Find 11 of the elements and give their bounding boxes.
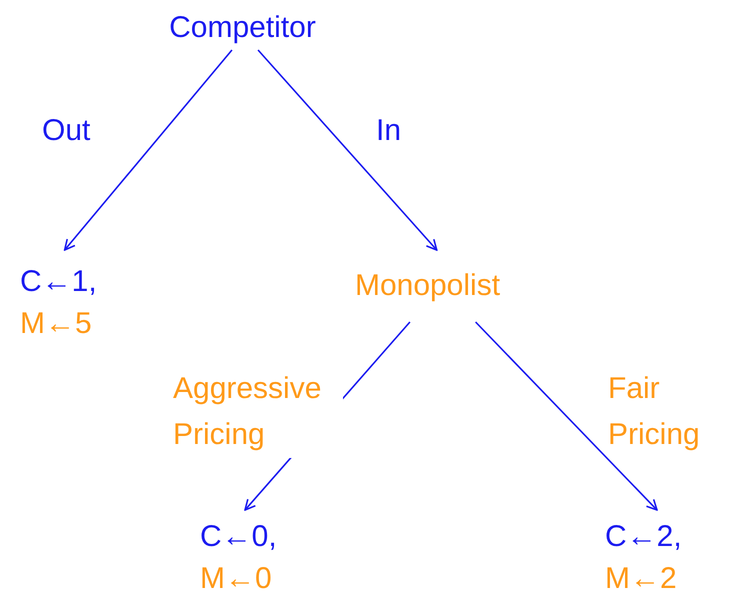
arrow — [64, 49, 233, 251]
payoff-text: C←2, — [605, 519, 682, 555]
player-label: Monopolist — [354, 268, 500, 304]
payoff-text: C←1, — [20, 264, 97, 300]
payoff-text: M←0 — [200, 561, 272, 597]
arrow — [257, 49, 438, 251]
player-label: Competitor — [169, 10, 316, 46]
payoff-text: M←2 — [605, 561, 677, 597]
payoff-text: M←5 — [20, 306, 92, 342]
payoff-text: C←0, — [200, 519, 277, 555]
arrow — [475, 321, 658, 511]
